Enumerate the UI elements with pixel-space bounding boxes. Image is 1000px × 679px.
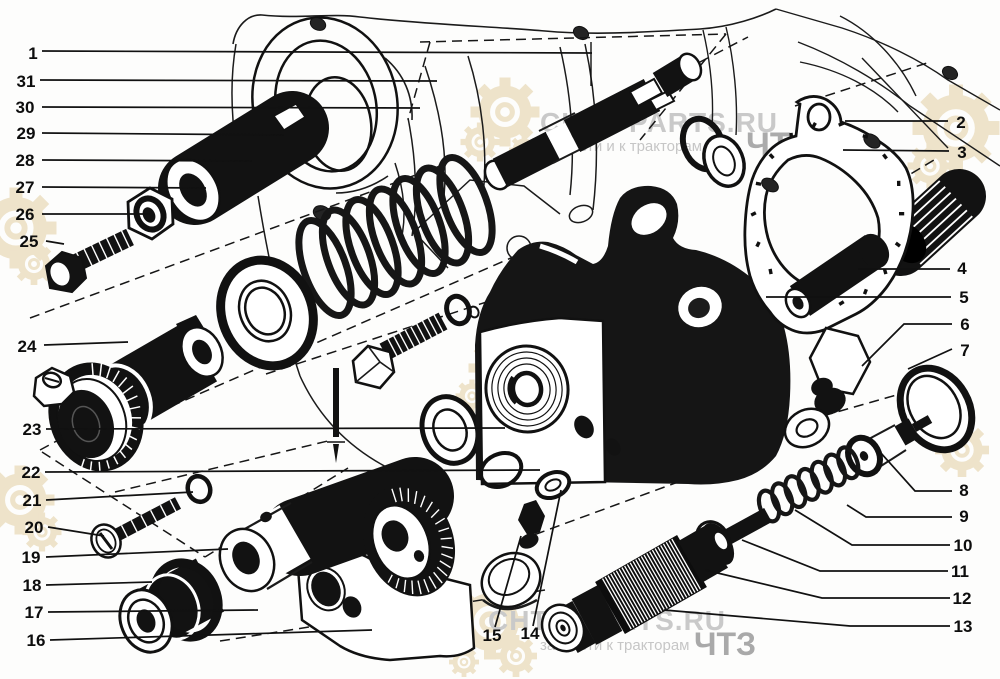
svg-text:4: 4 [957, 259, 967, 278]
svg-text:24: 24 [18, 337, 37, 356]
svg-text:21: 21 [23, 491, 42, 510]
svg-text:18: 18 [23, 576, 42, 595]
svg-text:9: 9 [959, 507, 968, 526]
svg-text:20: 20 [25, 518, 44, 537]
svg-text:10: 10 [954, 536, 973, 555]
svg-text:27: 27 [16, 178, 35, 197]
svg-text:11: 11 [951, 562, 969, 581]
svg-text:29: 29 [17, 124, 36, 143]
svg-text:23: 23 [23, 420, 42, 439]
svg-text:19: 19 [22, 548, 41, 567]
svg-text:6: 6 [960, 315, 969, 334]
svg-text:12: 12 [953, 589, 972, 608]
svg-text:1: 1 [28, 44, 37, 63]
svg-text:15: 15 [483, 626, 502, 645]
svg-text:5: 5 [959, 288, 968, 307]
svg-text:3: 3 [957, 143, 966, 162]
svg-text:8: 8 [959, 481, 968, 500]
svg-text:16: 16 [27, 631, 46, 650]
svg-text:2: 2 [956, 113, 965, 132]
svg-text:7: 7 [960, 341, 969, 360]
svg-text:28: 28 [16, 151, 35, 170]
svg-text:13: 13 [954, 617, 973, 636]
svg-text:30: 30 [16, 98, 35, 117]
svg-text:25: 25 [20, 232, 39, 251]
svg-text:17: 17 [25, 603, 44, 622]
svg-text:22: 22 [22, 463, 41, 482]
svg-text:ЧТЗ: ЧТЗ [694, 626, 756, 662]
svg-text:14: 14 [521, 624, 540, 643]
svg-text:26: 26 [16, 205, 35, 224]
svg-text:31: 31 [17, 72, 36, 91]
